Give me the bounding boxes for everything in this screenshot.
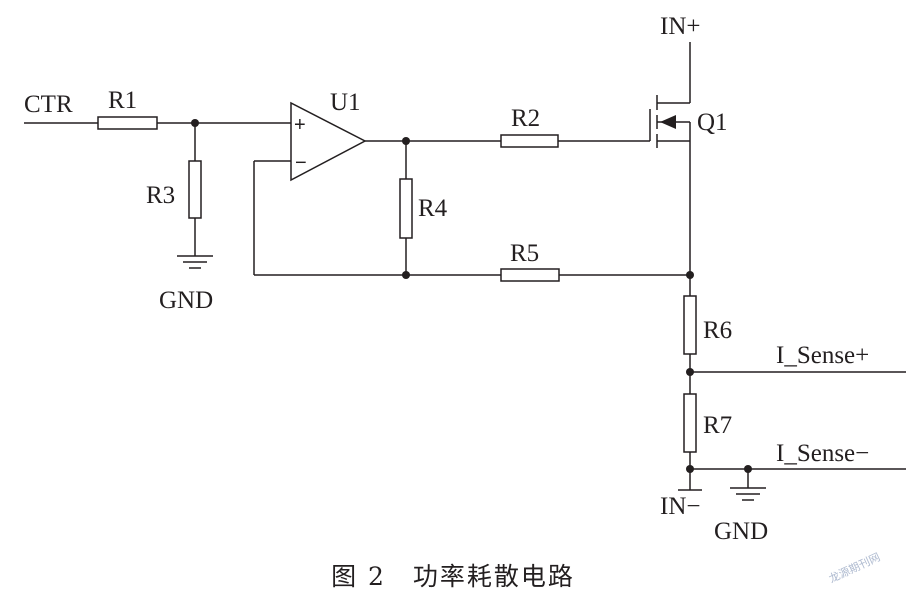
r3-label: R3 bbox=[146, 182, 175, 209]
r4-label: R4 bbox=[418, 195, 448, 222]
junction-dots bbox=[191, 119, 752, 473]
r6-label: R6 bbox=[703, 317, 732, 344]
power-dissipation-circuit-schematic: + − CTR R1 R3 GND U1 R2 R4 R5 IN+ Q1 R6 … bbox=[24, 13, 906, 545]
gnd-right-label: GND bbox=[714, 518, 768, 545]
resistor-r3 bbox=[188, 160, 202, 219]
r5-label: R5 bbox=[510, 240, 539, 267]
r2-label: R2 bbox=[511, 105, 540, 132]
u1-label: U1 bbox=[330, 89, 361, 116]
op-amp-u1: + − bbox=[290, 101, 367, 182]
mosfet-q1 bbox=[649, 95, 676, 148]
gnd-left-label: GND bbox=[159, 287, 213, 314]
resistor-r1 bbox=[97, 116, 158, 130]
ground-symbol-right bbox=[730, 487, 766, 501]
resistor-r2 bbox=[500, 134, 559, 148]
r1-label: R1 bbox=[108, 87, 137, 114]
op-amp-minus-sign: − bbox=[295, 152, 307, 174]
r7-label: R7 bbox=[703, 412, 732, 439]
resistor-r5 bbox=[500, 268, 560, 282]
resistor-r7 bbox=[683, 393, 697, 453]
resistor-r4 bbox=[399, 178, 413, 239]
op-amp-plus-sign: + bbox=[294, 114, 306, 136]
i-sense-minus-label: I_Sense− bbox=[776, 440, 869, 467]
wires bbox=[24, 42, 906, 490]
in-minus-label: IN− bbox=[660, 493, 700, 520]
ctr-label: CTR bbox=[24, 91, 73, 118]
i-sense-plus-label: I_Sense+ bbox=[776, 342, 869, 369]
ground-symbol-left bbox=[177, 255, 213, 269]
q1-label: Q1 bbox=[697, 109, 728, 136]
figure-caption: 图 2 功率耗散电路 bbox=[331, 562, 575, 591]
in-plus-label: IN+ bbox=[660, 13, 700, 40]
resistor-r6 bbox=[683, 295, 697, 355]
